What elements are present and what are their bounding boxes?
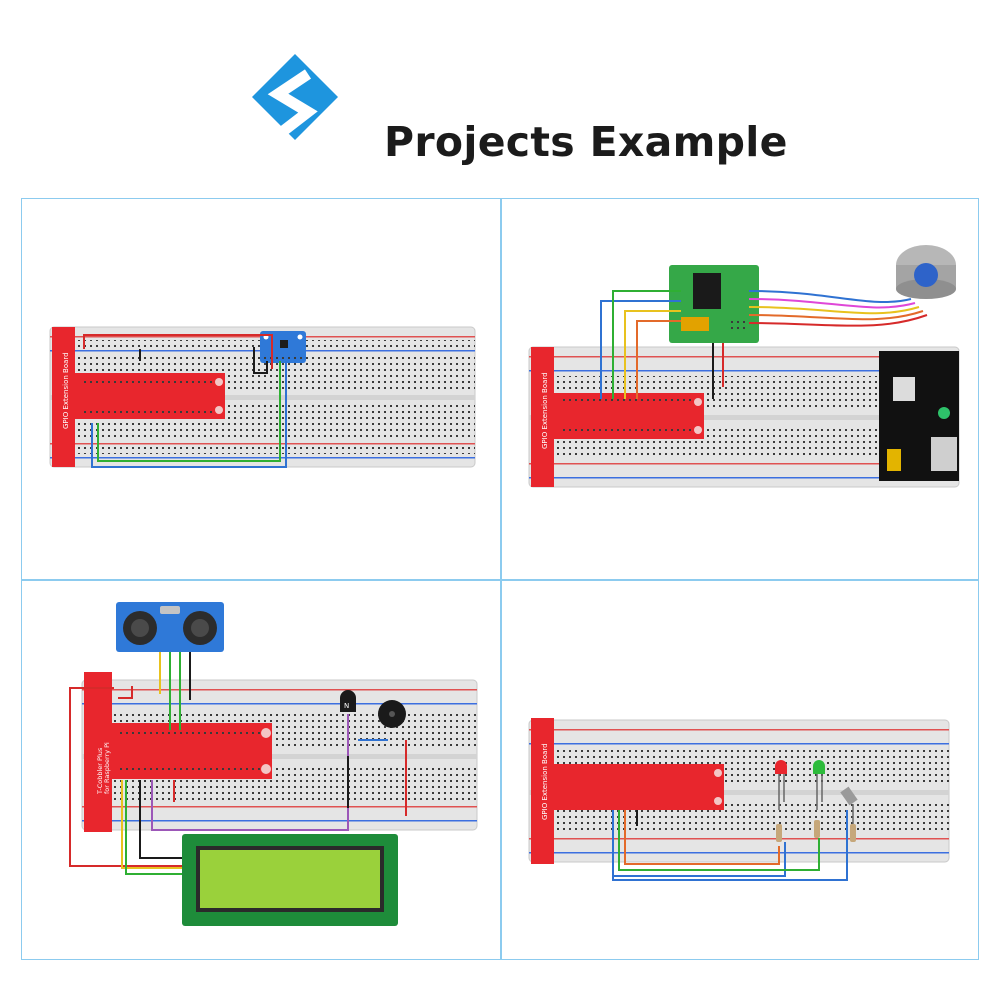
transistor: N — [340, 690, 356, 712]
motor-driver-board — [669, 265, 759, 343]
header: Projects Example — [0, 40, 1000, 180]
page-title: Projects Example — [384, 118, 788, 166]
project-panel-gyro: GPIO Extension Board — [22, 199, 500, 579]
wires — [600, 290, 928, 399]
red-led — [775, 760, 787, 810]
brand-s-logo-icon — [252, 54, 338, 140]
gpio-extension-board: GPIO Extension Board — [52, 327, 225, 467]
board-label: GPIO Extension Board — [541, 372, 549, 449]
lcd1602 — [182, 834, 398, 926]
gpio-extension-board: GPIO Extension Board — [531, 347, 704, 487]
wires — [69, 652, 407, 875]
buzzer — [378, 700, 406, 728]
power-supply-module — [879, 351, 959, 481]
board-label: GPIO Extension Board — [62, 352, 70, 429]
ultrasonic-sensor — [116, 602, 224, 652]
grid-divider-horizontal — [22, 579, 978, 581]
projects-grid: GPIO Extension Board — [21, 198, 979, 960]
project-panel-ultrasonic: T-Cobbler Plus for Raspberry Pi N — [22, 580, 500, 960]
project-panel-stepper: GPIO Extension Board — [501, 199, 979, 579]
project-panel-leds: GPIO Extension Board — [501, 580, 979, 960]
wires — [612, 810, 848, 881]
resistors — [776, 820, 856, 842]
wires — [83, 334, 287, 468]
cobbler-label-line2: for Raspberry Pi — [103, 742, 111, 794]
svg-text:N: N — [344, 702, 349, 710]
gpio-extension-board: GPIO Extension Board — [531, 718, 724, 864]
green-led — [813, 760, 825, 810]
board-label: GPIO Extension Board — [541, 743, 549, 820]
stepper-motor — [896, 245, 956, 299]
cobbler-label-line1: T-Cobbler Plus — [96, 747, 104, 795]
breadboard — [528, 719, 950, 863]
gpio-extension-board: T-Cobbler Plus for Raspberry Pi — [84, 672, 272, 832]
tilt-switch — [840, 786, 858, 826]
